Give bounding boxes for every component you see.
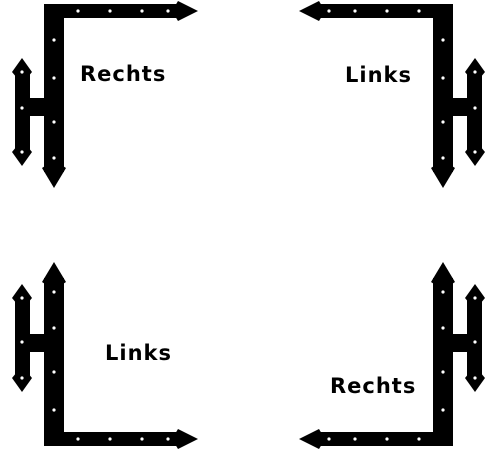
label-bottom-right: Rechts — [330, 374, 417, 398]
label-bottom-left: Links — [105, 341, 172, 365]
hinge-bottom-right — [299, 262, 485, 449]
label-top-right: Links — [345, 63, 412, 87]
hinge-top-left — [12, 1, 198, 188]
label-top-left: Rechts — [80, 62, 167, 86]
hinge-top-right — [299, 1, 485, 188]
